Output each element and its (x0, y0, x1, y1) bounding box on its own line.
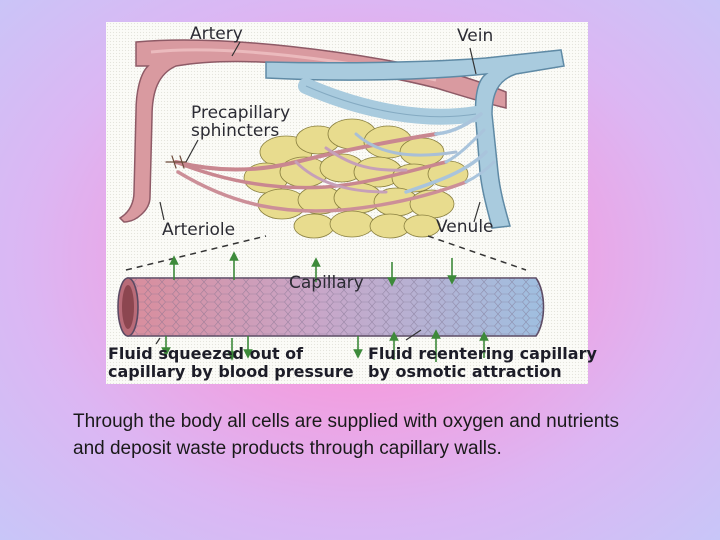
capillary-label: Capillary (289, 274, 364, 292)
slide-caption: Through the body all cells are supplied … (73, 408, 643, 462)
precapillary-label-line1: Precapillary (191, 104, 290, 122)
artery-label: Artery (190, 25, 243, 43)
venule-label: Venule (436, 218, 494, 236)
diagram-artwork (106, 22, 588, 384)
fluid-out-label-line2: capillary by blood pressure (108, 363, 354, 381)
fluid-out-label-line1: Fluid squeezed out of (108, 345, 303, 363)
vein-label: Vein (457, 27, 493, 45)
capillary-bed-diagram: Artery Vein Precapillary sphincters Arte… (106, 22, 588, 384)
fluid-in-label-line2: by osmotic attraction (368, 363, 562, 381)
fluid-in-label-line1: Fluid reentering capillary (368, 345, 597, 363)
arteriole-label: Arteriole (162, 221, 235, 239)
precapillary-label-line2: sphincters (191, 122, 279, 140)
zoom-guides (126, 236, 526, 270)
